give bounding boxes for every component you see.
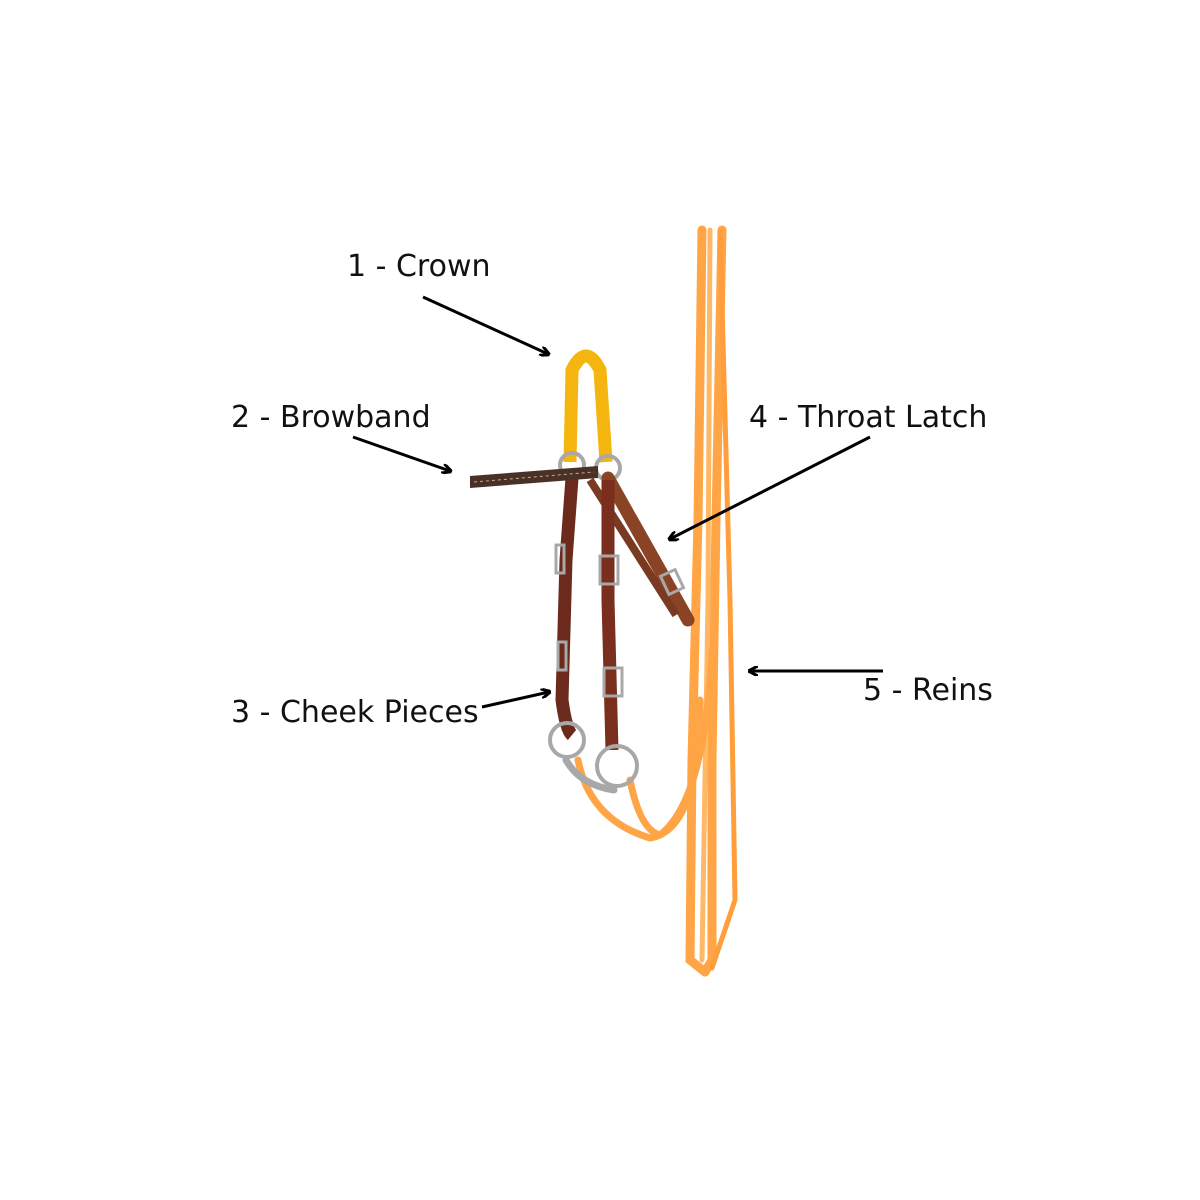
reins	[574, 225, 738, 977]
throat-latch-strap	[601, 471, 695, 627]
label-reins: 5 - Reins	[863, 673, 993, 708]
crown-strap	[563, 349, 613, 463]
throat-latch-arrow	[670, 435, 871, 539]
cheek-piece-right	[601, 480, 619, 751]
cheek-pieces-arrow	[481, 692, 549, 709]
label-crown: 1 - Crown	[347, 249, 491, 284]
bit-mouthpiece	[562, 756, 618, 794]
label-cheek-pieces: 3 - Cheek Pieces	[231, 695, 479, 730]
label-browband: 2 - Browband	[231, 400, 431, 435]
browband-arrow	[352, 435, 450, 471]
crown-arrow	[422, 295, 548, 354]
cheek-piece-left	[555, 477, 579, 740]
label-throat-latch: 4 - Throat Latch	[749, 400, 988, 435]
bit-ring-right	[595, 744, 639, 788]
throat-latch-buckle	[658, 567, 686, 597]
